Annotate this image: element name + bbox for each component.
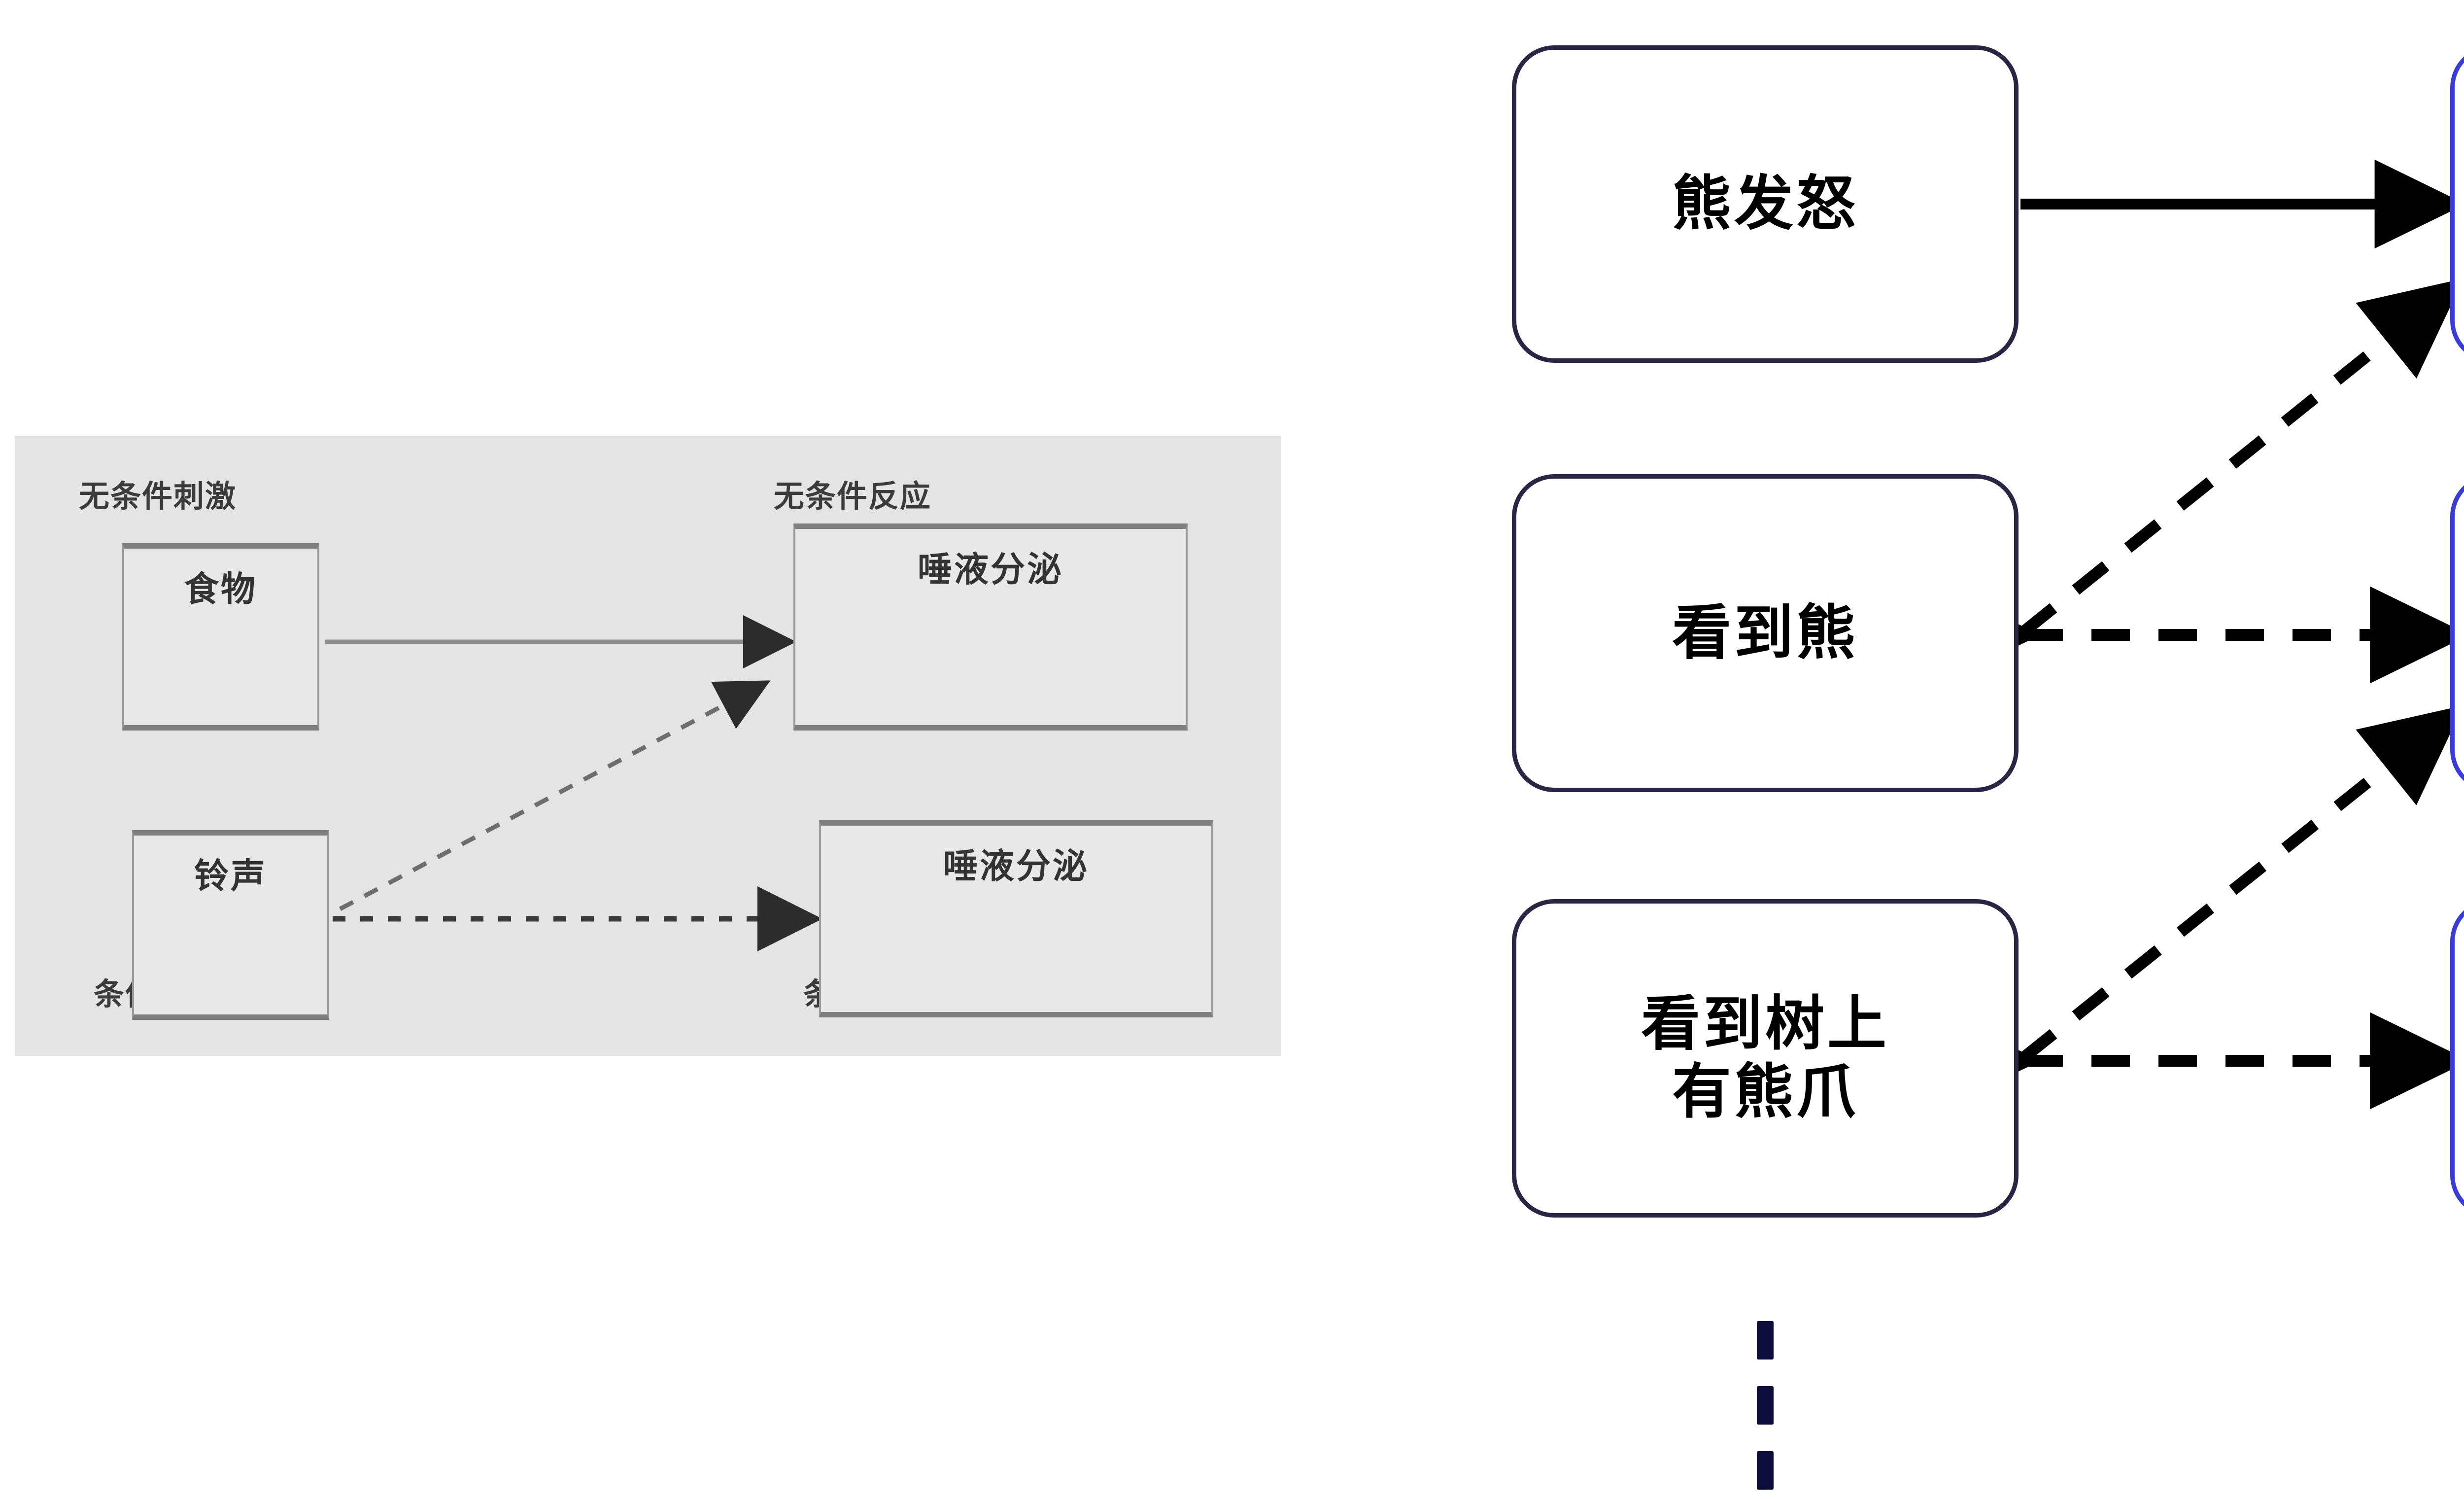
pavlov-box-food-label: 食物 xyxy=(184,569,257,609)
pavlov-box-bell-label: 铃声 xyxy=(194,856,267,896)
pavlov-box-bell: 铃声 xyxy=(132,830,329,1020)
rl-node-claw-on-tree[interactable]: 看到树上有熊爪 xyxy=(1512,899,2019,1218)
rl-node-reward[interactable]: 奖励 xyxy=(2450,45,2464,363)
pavlov-connector-layer xyxy=(325,615,822,951)
pavlov-arrow-bell-to-unconditioned xyxy=(339,680,771,911)
pavlov-box-salivation-1-label: 唾液分泌 xyxy=(918,549,1063,590)
rl-node-see-bear[interactable]: 看到熊 xyxy=(1512,474,2019,792)
pavlov-box-salivation-2-label: 唾液分泌 xyxy=(943,846,1089,886)
ellipsis-dot xyxy=(1757,1451,1774,1490)
pavlov-box-food: 食物 xyxy=(122,543,319,731)
arrow-see-bear-to-reward xyxy=(2019,278,2464,637)
rl-node-bear-anger-label: 熊发怒 xyxy=(1672,170,1858,238)
ellipsis-dot xyxy=(1757,1386,1774,1425)
classical-conditioning-panel: 无条件刺激 无条件反应 条件刺激 条件反应 食物 铃声 唾液分泌 唾液分泌 xyxy=(15,436,1281,1056)
arrow-claw-tree-to-vsprime xyxy=(2019,705,2464,1063)
ellipsis-dot xyxy=(1757,1321,1774,1360)
rl-node-value-s-prime[interactable]: V(s′) xyxy=(2450,474,2464,792)
ellipsis-left-column xyxy=(1757,1321,1774,1490)
pavlov-box-salivation-conditioned: 唾液分泌 xyxy=(819,820,1213,1017)
label-unconditioned-response: 无条件反应 xyxy=(774,478,932,514)
rl-node-see-bear-label: 看到熊 xyxy=(1672,598,1858,667)
rl-node-claw-on-tree-label: 看到树上有熊爪 xyxy=(1641,990,1889,1126)
pavlov-box-salivation-unconditioned: 唾液分泌 xyxy=(793,523,1188,731)
rl-node-bear-anger[interactable]: 熊发怒 xyxy=(1512,45,2019,363)
label-unconditioned-stimulus: 无条件刺激 xyxy=(79,478,237,514)
rl-node-value-s[interactable]: V(s) xyxy=(2450,899,2464,1218)
